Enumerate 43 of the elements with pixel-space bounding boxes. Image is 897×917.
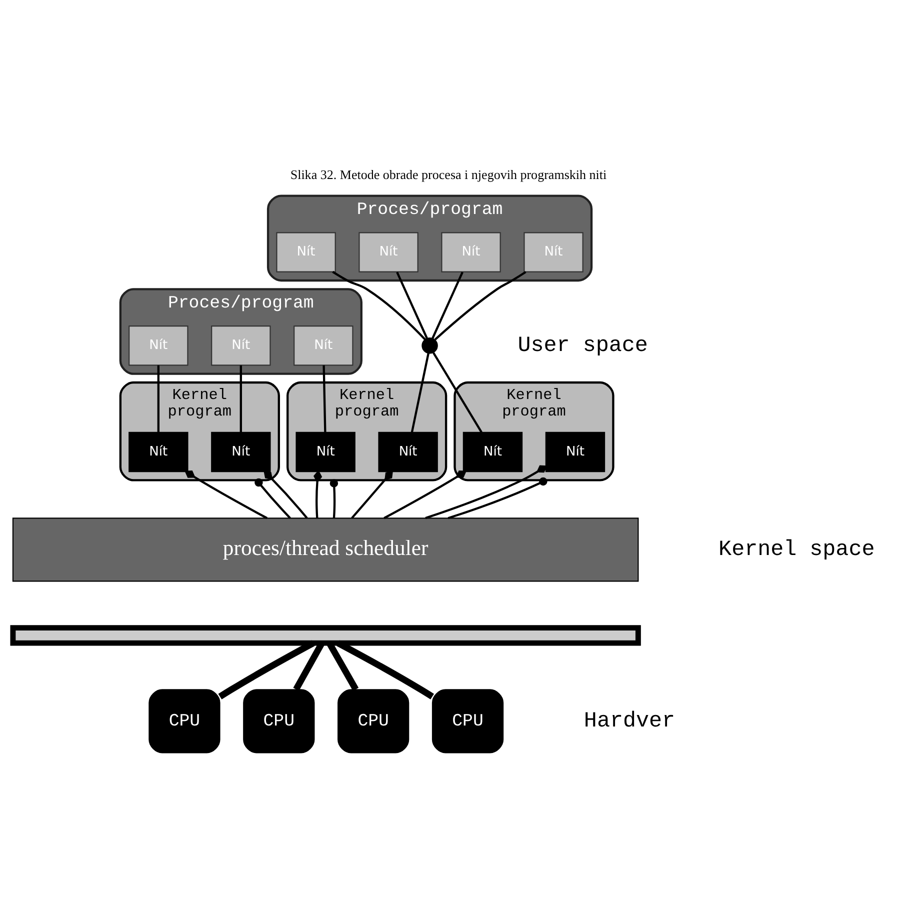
node-box: Nít (211, 326, 271, 366)
connector (351, 470, 394, 519)
node-box: Nít (545, 432, 606, 472)
node-bar (10, 625, 641, 646)
connector (432, 352, 482, 433)
node-box: Nít (378, 432, 438, 472)
node-box: Nít (524, 232, 584, 272)
connector (240, 365, 242, 432)
node-box: Nít (128, 432, 188, 472)
connector (448, 477, 548, 520)
connector (218, 640, 315, 700)
connector (336, 640, 434, 700)
connector (254, 478, 291, 519)
node-box: Nít (358, 232, 418, 272)
node-box: proces/thread scheduler (12, 518, 639, 582)
node-box: Nít (294, 326, 354, 366)
node-box: CPU (432, 689, 504, 754)
node-box: Nít (441, 232, 501, 272)
connector (264, 470, 308, 519)
node-box: Nít (276, 232, 336, 272)
node-box: Nít (462, 432, 523, 472)
node-box: Nít (211, 432, 271, 472)
node-circle (422, 337, 438, 354)
node-box: CPU (243, 689, 315, 754)
connector (332, 270, 426, 340)
connector (184, 470, 268, 520)
node-box: CPU (148, 689, 220, 754)
connector (396, 272, 428, 339)
connector (384, 470, 467, 520)
connector (157, 365, 160, 432)
label: Hardver (584, 708, 676, 734)
node-box: Nít (296, 432, 356, 472)
connector (410, 353, 430, 433)
label: Kernel space (718, 537, 875, 562)
diagram-title: Slika 32. Metode obrade procesa i njegovih programskih niti (290, 167, 607, 182)
connector (313, 470, 322, 518)
connector (432, 272, 464, 339)
connector (330, 479, 338, 518)
label: User space (518, 333, 648, 358)
node-box: CPU (338, 689, 410, 754)
connector (322, 365, 326, 432)
node-box: Nít (128, 326, 188, 366)
connector (425, 465, 548, 520)
